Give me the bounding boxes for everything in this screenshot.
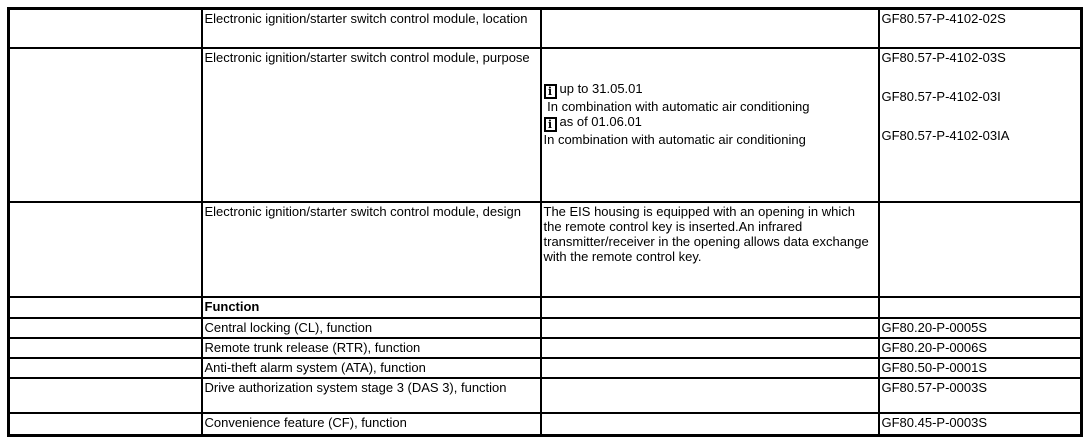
description-text: Drive authorization system stage 3 (DAS … <box>204 380 507 395</box>
code-cell: GF80.20-P-0005S <box>877 317 1083 339</box>
description-cell: Convenience feature (CF), function <box>200 412 542 437</box>
table-row: Function <box>7 296 1083 319</box>
document-code: GF80.57-P-4102-02S <box>881 11 1006 26</box>
code-cell: GF80.57-P-0003S <box>877 377 1083 414</box>
table-row: Electronic ignition/starter switch contr… <box>7 201 1083 298</box>
detail-text: The EIS housing is equipped with an open… <box>543 204 869 264</box>
description-cell: Electronic ignition/starter switch contr… <box>200 7 542 49</box>
document-code: GF80.20-P-0006S <box>881 340 988 355</box>
details-cell <box>539 317 880 339</box>
table-row: Central locking (CL), function GF80.20-P… <box>7 317 1083 339</box>
document-code: GF80.50-P-0001S <box>881 360 988 375</box>
note-text: In combination with automatic air condit… <box>543 99 810 114</box>
description-cell: Electronic ignition/starter switch contr… <box>200 47 542 203</box>
details-cell <box>539 337 880 359</box>
code-cell: GF80.50-P-0001S <box>877 357 1083 379</box>
figure-cell <box>7 357 203 379</box>
details-cell <box>539 357 880 379</box>
section-header-cell: Function <box>200 296 542 319</box>
details-cell <box>539 377 880 414</box>
description-text: Remote trunk release (RTR), function <box>204 340 421 355</box>
details-cell: The EIS housing is equipped with an open… <box>539 201 880 298</box>
description-text: Anti-theft alarm system (ATA), function <box>204 360 426 375</box>
document-code: GF80.57-P-4102-03I <box>881 89 1001 104</box>
table-row: Convenience feature (CF), function GF80.… <box>7 412 1083 437</box>
code-cell: GF80.57-P-4102-02S <box>877 7 1083 49</box>
description-text: Electronic ignition/starter switch contr… <box>204 11 528 26</box>
document-code: GF80.45-P-0003S <box>881 415 988 430</box>
table-row: Remote trunk release (RTR), function GF8… <box>7 337 1083 359</box>
table-row: Drive authorization system stage 3 (DAS … <box>7 377 1083 414</box>
description-cell: Drive authorization system stage 3 (DAS … <box>200 377 542 414</box>
note-label: as of 01.06.01 <box>559 114 642 129</box>
description-cell: Electronic ignition/starter switch contr… <box>200 201 542 298</box>
figure-cell <box>7 412 203 437</box>
document-code: GF80.57-P-4102-03IA <box>881 128 1010 143</box>
description-text: Central locking (CL), function <box>204 320 373 335</box>
service-document-table: Electronic ignition/starter switch contr… <box>7 7 1083 437</box>
code-cell <box>877 201 1083 298</box>
info-icon: i <box>543 117 557 132</box>
code-cell <box>877 296 1083 319</box>
description-cell: Central locking (CL), function <box>200 317 542 339</box>
code-cell: GF80.45-P-0003S <box>877 412 1083 437</box>
details-cell <box>539 7 880 49</box>
description-text: Convenience feature (CF), function <box>204 415 407 430</box>
figure-cell <box>7 296 203 319</box>
code-cell: GF80.20-P-0006S <box>877 337 1083 359</box>
description-cell: Anti-theft alarm system (ATA), function <box>200 357 542 379</box>
figure-cell <box>7 201 203 298</box>
table-row: Anti-theft alarm system (ATA), function … <box>7 357 1083 379</box>
figure-cell <box>7 317 203 339</box>
figure-cell <box>7 7 203 49</box>
description-text: Electronic ignition/starter switch contr… <box>204 50 530 65</box>
document-code: GF80.57-P-0003S <box>881 380 988 395</box>
details-cell <box>539 412 880 437</box>
info-icon: i <box>543 84 557 99</box>
section-header-text: Function <box>204 299 260 314</box>
description-cell: Remote trunk release (RTR), function <box>200 337 542 359</box>
table-row: Electronic ignition/starter switch contr… <box>7 7 1083 49</box>
document-code: GF80.57-P-4102-03S <box>881 50 1006 65</box>
details-cell <box>539 296 880 319</box>
code-cell: GF80.57-P-4102-03S GF80.57-P-4102-03I GF… <box>877 47 1083 203</box>
table-row: Electronic ignition/starter switch contr… <box>7 47 1083 203</box>
document-code: GF80.20-P-0005S <box>881 320 988 335</box>
description-text: Electronic ignition/starter switch contr… <box>204 204 521 219</box>
note-label: up to 31.05.01 <box>559 81 643 96</box>
figure-cell <box>7 377 203 414</box>
figure-cell <box>7 47 203 203</box>
note-text: In combination with automatic air condit… <box>543 132 806 147</box>
figure-cell <box>7 337 203 359</box>
